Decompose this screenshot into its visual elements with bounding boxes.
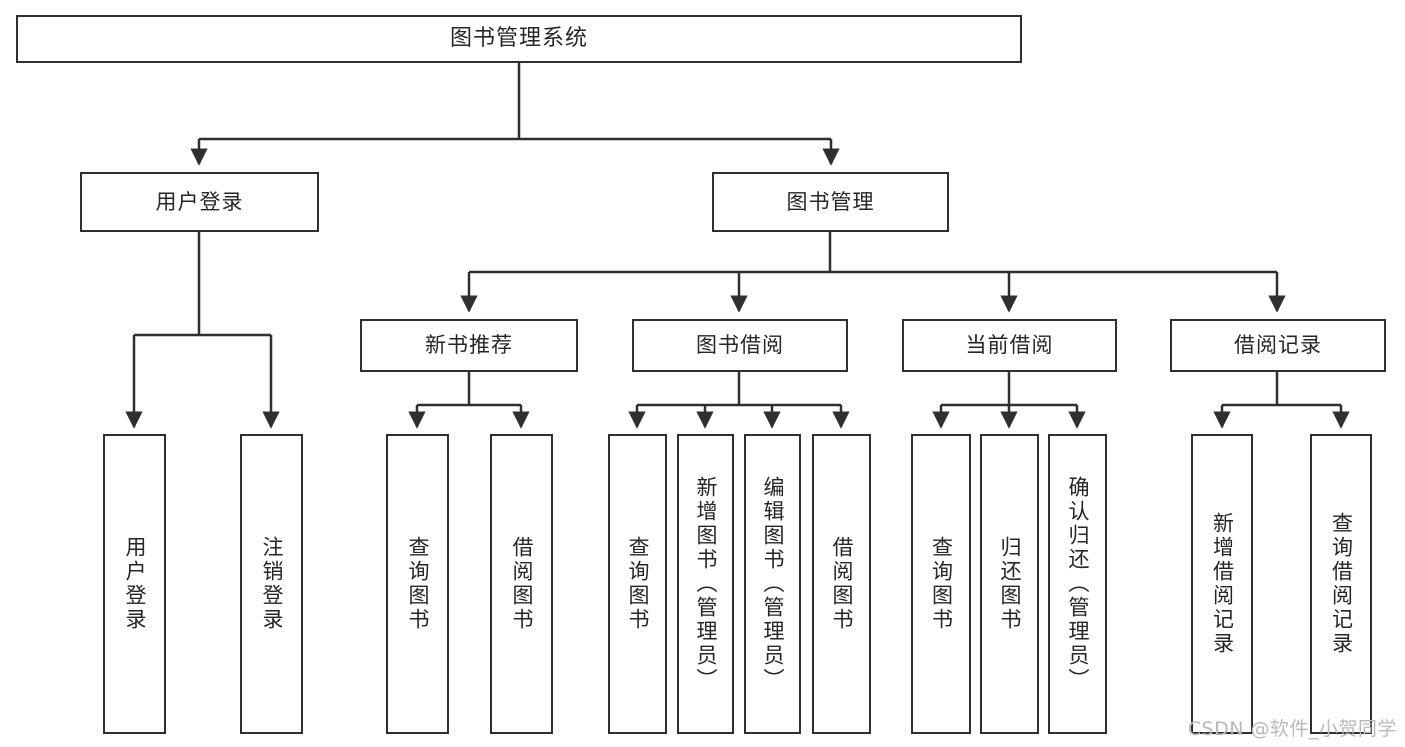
leaf-add-book[interactable]: 新增图书（管理员） [677, 434, 734, 734]
leaf-query-book-borrow[interactable]: 查询图书 [608, 434, 667, 734]
leaf-user-login[interactable]: 用户登录 [103, 434, 166, 734]
leaf-query-book-current[interactable]: 查询图书 [911, 434, 971, 734]
node-label: 用户登录 [123, 536, 147, 632]
node-label: 新增借阅记录 [1210, 512, 1235, 656]
node-label: 注销登录 [260, 536, 284, 632]
node-label: 图书借阅 [696, 333, 784, 357]
leaf-add-borrow-record[interactable]: 新增借阅记录 [1191, 434, 1253, 734]
node-label: 用户登录 [155, 189, 244, 214]
leaf-edit-book[interactable]: 编辑图书（管理员） [744, 434, 801, 734]
node-borrow-record[interactable]: 借阅记录 [1170, 319, 1386, 372]
csdn-watermark: CSDN @软件_小贺同学 [1187, 718, 1397, 740]
node-label: 当前借阅 [965, 333, 1054, 357]
leaf-return-book[interactable]: 归还图书 [980, 434, 1039, 734]
node-label: 图书管理 [786, 189, 875, 214]
node-label: 编辑图书（管理员） [761, 476, 785, 692]
node-label: 借阅记录 [1234, 333, 1322, 357]
node-label: 借阅图书 [510, 536, 534, 632]
node-user-login[interactable]: 用户登录 [80, 172, 319, 232]
node-label: 归还图书 [998, 536, 1022, 632]
node-new-book-recommend[interactable]: 新书推荐 [360, 319, 578, 372]
node-label: 图书管理系统 [449, 26, 588, 51]
node-label: 借阅图书 [830, 536, 854, 632]
node-book-borrow[interactable]: 图书借阅 [632, 319, 848, 372]
leaf-query-borrow-record[interactable]: 查询借阅记录 [1310, 434, 1372, 734]
node-root-book-management-system[interactable]: 图书管理系统 [16, 15, 1022, 63]
node-label: 确认归还（管理员） [1066, 476, 1090, 692]
node-label: 查询图书 [626, 536, 650, 632]
leaf-borrow-book[interactable]: 借阅图书 [812, 434, 871, 734]
node-current-borrow[interactable]: 当前借阅 [902, 319, 1117, 372]
leaf-borrow-book-recommend[interactable]: 借阅图书 [490, 434, 553, 734]
leaf-user-logout[interactable]: 注销登录 [240, 434, 303, 734]
node-label: 查询图书 [929, 536, 954, 632]
node-label: 查询图书 [406, 536, 430, 632]
leaf-confirm-return[interactable]: 确认归还（管理员） [1048, 434, 1107, 734]
node-label: 新书推荐 [425, 333, 513, 357]
node-book-manage[interactable]: 图书管理 [712, 172, 949, 232]
node-label: 查询借阅记录 [1329, 512, 1354, 656]
node-label: 新增图书（管理员） [694, 476, 718, 692]
leaf-query-book-recommend[interactable]: 查询图书 [386, 434, 449, 734]
